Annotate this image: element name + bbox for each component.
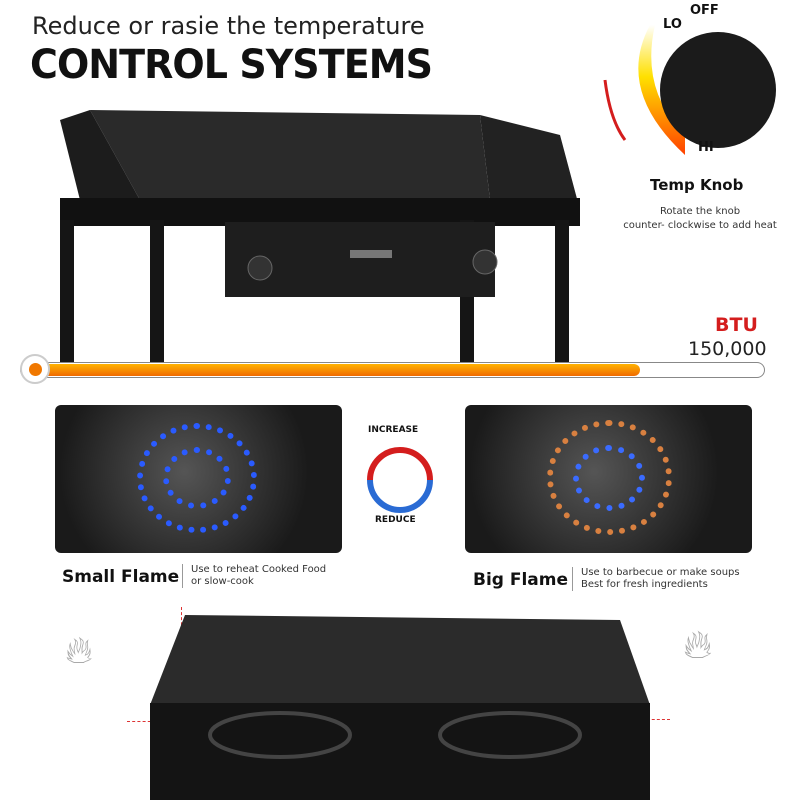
subtitle: Reduce or rasie the temperature [32, 12, 425, 40]
cycle-arrows-icon [367, 447, 433, 513]
desc-line: Rotate the knob [659, 206, 741, 217]
reduce-label: REDUCE [375, 515, 416, 525]
btu-bar-fill [30, 364, 640, 376]
stove-top-image [130, 615, 660, 800]
big-flame-title: Big Flame [473, 570, 569, 590]
temp-knob-desc: Rotate the knob counter- clockwise to add… [600, 205, 800, 233]
desc-line: counter- clockwise to add heat [623, 220, 777, 231]
knob-off-label: OFF [690, 3, 719, 18]
btu-bar-start-dot [29, 363, 42, 376]
small-flame-icon: 🔥︎ [65, 628, 93, 672]
desc-line: or slow-cook [191, 576, 254, 587]
knob-hi-label: HI [698, 140, 714, 155]
temp-knob-title: Temp Knob [650, 176, 744, 194]
knob-lo-label: LO [663, 17, 682, 32]
stove-illustration [60, 110, 580, 365]
desc-line: Use to barbecue or make soups [581, 567, 740, 578]
desc-line: Best for fresh ingredients [581, 579, 708, 590]
stove-image [50, 110, 610, 365]
big-flame-icon: 🔥︎ [683, 622, 713, 668]
flame-ring [573, 445, 645, 511]
increase-label: INCREASE [368, 425, 419, 435]
flame-ring [163, 447, 231, 509]
btu-value: 150,000 [688, 338, 767, 360]
small-flame-title: Small Flame [62, 567, 180, 587]
small-flame-photo [55, 405, 342, 553]
big-flame-photo [465, 405, 752, 553]
btu-label: BTU [715, 314, 758, 336]
temp-knob-graphic [600, 0, 800, 170]
desc-line: Use to reheat Cooked Food [191, 564, 327, 575]
flame-ring [547, 420, 672, 535]
page-title: CONTROL SYSTEMS [30, 42, 433, 88]
flame-ring [137, 423, 257, 533]
